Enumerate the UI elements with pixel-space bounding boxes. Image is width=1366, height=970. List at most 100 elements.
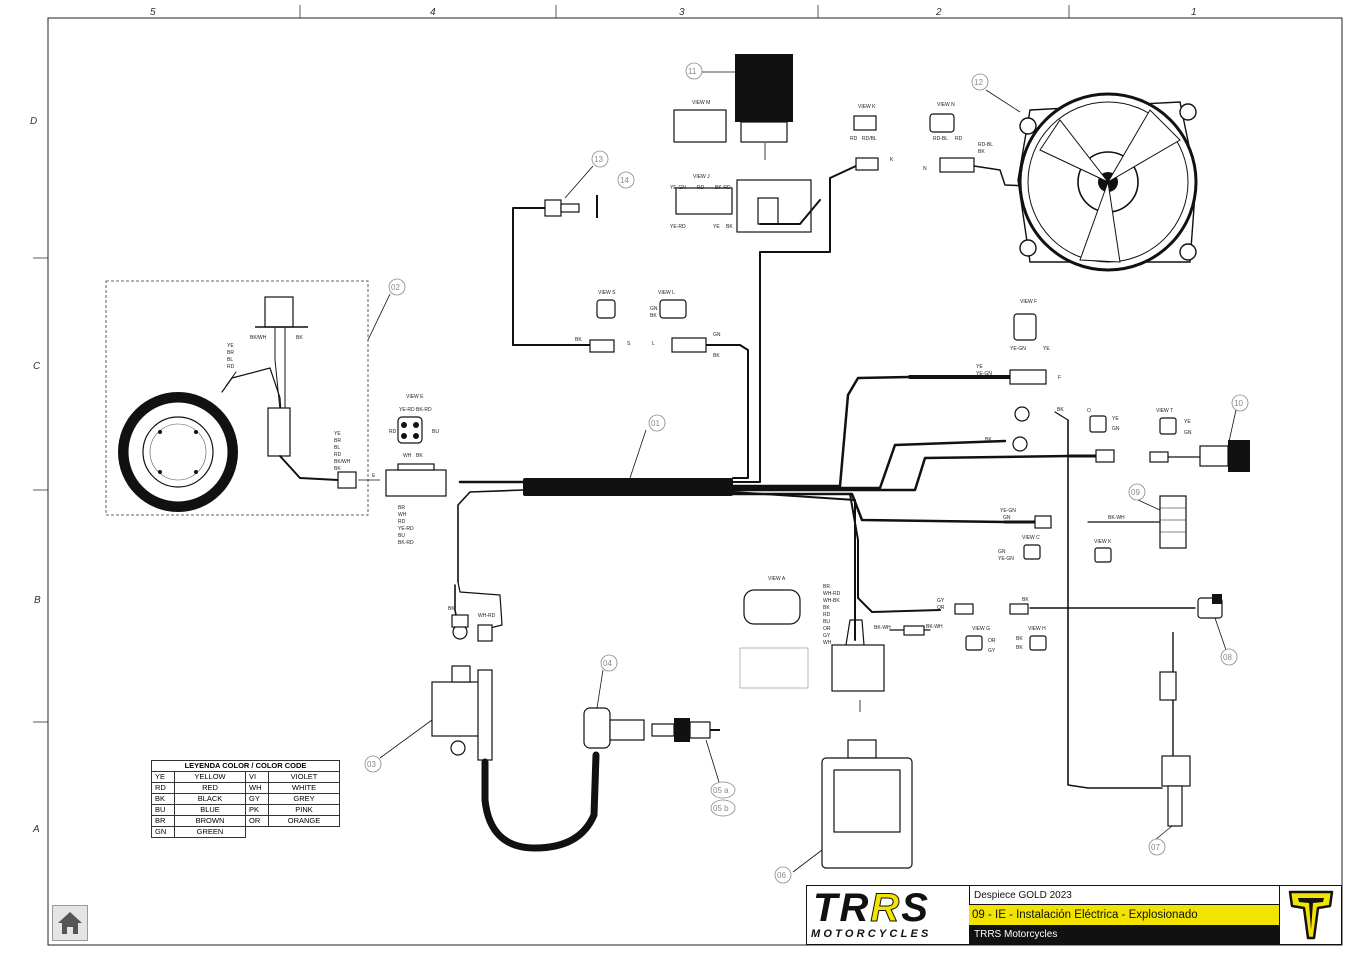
label-gn-09: GN: [1003, 515, 1011, 521]
view-h-title: VIEW H: [1028, 626, 1046, 632]
view-n-title: VIEW N: [937, 102, 955, 108]
callout-14: 14: [617, 171, 635, 189]
view-g-or: OR: [988, 638, 996, 644]
connector-bkwh: [903, 625, 925, 636]
view-j-title: VIEW J: [693, 174, 710, 180]
company-name: TRRS Motorcycles: [969, 925, 1279, 944]
ecu-connector: [831, 644, 885, 692]
svg-text:02: 02: [391, 283, 400, 292]
legend-color: WHITE: [268, 782, 340, 794]
conn-e-wire-rd: RD: [398, 519, 406, 525]
view-g-gy: GY: [988, 648, 996, 654]
legend-color: ORANGE: [268, 815, 340, 827]
view-t-connector: [1159, 417, 1177, 435]
grid-row-c: C: [33, 361, 41, 372]
ecu-wire-whbk: WH-BK: [823, 598, 840, 604]
label-l-bk: BK: [713, 353, 720, 359]
conn-e-wire-bu: BU: [398, 533, 405, 539]
label-bkwh-09: BK-WH: [1108, 515, 1125, 521]
view-c-connector: [1023, 544, 1041, 560]
connector-g: [954, 603, 974, 615]
view-n-rd: RD: [955, 136, 963, 142]
relay-09: [1159, 495, 1187, 549]
sensor-07: [1159, 632, 1191, 827]
ecu-unit: [821, 739, 913, 869]
label-coil-bk: BK: [448, 606, 455, 612]
ecu-wire-whrd: WH-RD: [823, 591, 841, 597]
legend-code: WH: [245, 782, 269, 794]
reg-pin-bk: BK: [726, 224, 733, 230]
legend-color: BLUE: [174, 804, 246, 816]
sheet-border: [47, 17, 1343, 946]
ecu-pinout-table: [739, 647, 809, 689]
view-o-title: O: [1087, 408, 1091, 414]
pickup-sensor: [255, 296, 357, 489]
legend-code: VI: [245, 771, 269, 783]
label-h-bk: BK: [1022, 597, 1029, 603]
ecu-wire-bu: BU: [823, 619, 830, 625]
callout-08: 08: [1220, 648, 1238, 666]
legend-code: BK: [151, 793, 175, 805]
view-c-gn: GN: [998, 549, 1006, 555]
label-coil-whrd: WH-RD: [478, 613, 496, 619]
grid-row-b: B: [34, 595, 41, 606]
ecu-wire-or: OR: [823, 626, 831, 632]
svg-text:01: 01: [651, 419, 660, 428]
reg-pin-yerd: YE-RD: [670, 224, 686, 230]
grid-col-5: 5: [150, 7, 156, 18]
view-o-gn: GN: [1112, 426, 1120, 432]
callout-05a: 05 a: [710, 781, 736, 799]
connector-k: [855, 157, 879, 171]
label-yegn: YE-GN: [976, 371, 992, 377]
callout-12: 12: [971, 73, 989, 91]
conn-e-pin-rd: RD: [389, 429, 397, 435]
grid-col-3: 3: [679, 7, 685, 18]
kill-switch-08: [1197, 594, 1223, 619]
label-out-bl: BL: [334, 445, 340, 451]
legend-color: PINK: [268, 804, 340, 816]
conn-e-pin-bkrd: BK-RD: [416, 407, 432, 413]
main-harness: [454, 165, 1196, 789]
callout-07: 07: [1148, 838, 1166, 856]
legend-title: LEYENDA COLOR / COLOR CODE: [151, 760, 340, 772]
connector-t: [1149, 451, 1169, 463]
ecu-wire-bk: BK: [823, 605, 830, 611]
view-n-connector: [929, 113, 955, 133]
logo-letter: S: [901, 886, 930, 930]
home-icon: [58, 912, 82, 934]
label-pickup-bk: BK: [296, 335, 303, 341]
view-c-yegn: YE-GN: [998, 556, 1014, 562]
svg-text:07: 07: [1151, 843, 1160, 852]
label-bkwh-right: BK-WH: [926, 624, 943, 630]
grid-col-4: 4: [430, 7, 436, 18]
connector-c: [1034, 515, 1052, 529]
home-button[interactable]: [52, 905, 88, 941]
callout-01: 01: [648, 414, 666, 432]
logo-letter: R: [870, 886, 902, 931]
callout-09: 09: [1128, 483, 1146, 501]
label-or: OR: [937, 605, 945, 611]
grid-col-2: 2: [935, 7, 942, 18]
callout-03: 03: [364, 755, 382, 773]
legend-code: OR: [245, 815, 269, 827]
view-c-title: VIEW C: [1022, 535, 1040, 541]
view-k-connector: [853, 115, 877, 131]
logo-letter: T: [813, 886, 840, 930]
conn-e-wire-br: BR: [398, 505, 405, 511]
switch-10: [1199, 440, 1250, 472]
letter-l: L: [652, 341, 655, 347]
logo-wordmark: TRRS: [813, 886, 930, 931]
label-ye: YE: [976, 364, 983, 370]
view-n-rdbl: RD-BL: [933, 136, 948, 142]
view-k-rd: RD: [850, 136, 858, 142]
label-pickup-bkwh: BK/WH: [250, 335, 267, 341]
label-gy: GY: [937, 598, 945, 604]
view-g-title: VIEW G: [972, 626, 990, 632]
view-f-ye: YE: [1043, 346, 1050, 352]
view-l-bk: BK: [650, 313, 657, 319]
label-l-gn: GN: [713, 332, 721, 338]
reg-pin-bkrd: BK-RD: [715, 185, 731, 191]
